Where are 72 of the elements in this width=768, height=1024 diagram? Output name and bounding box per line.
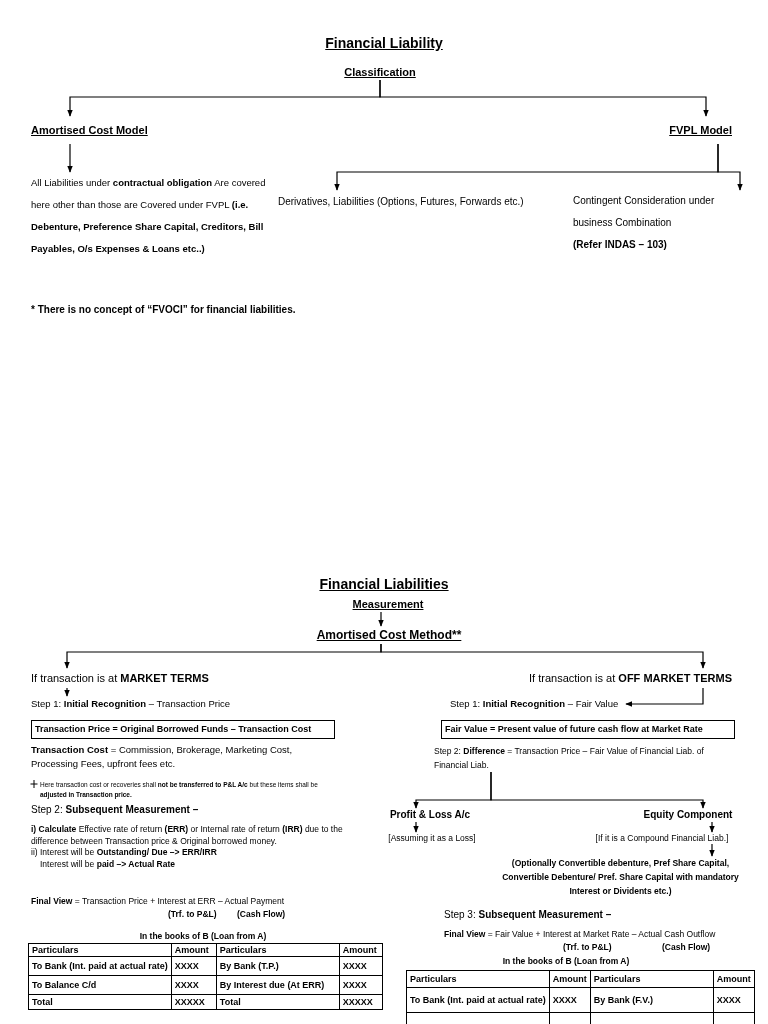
table-cell: To Balance C/d	[28, 975, 172, 995]
table-cell: XXXX	[713, 987, 755, 1013]
annotation-text: (Cash Flow)	[662, 942, 711, 952]
result-text: Profit & Loss A/c	[384, 808, 476, 822]
annotation-text: (Cash Flow)	[237, 909, 286, 919]
arrow	[413, 821, 419, 833]
table-caption: In the books of B (Loan from A)	[139, 931, 267, 941]
arrow	[64, 687, 70, 697]
note-text: (Optionally Convertible debenture, Pref Share Capital, Convertible Debenture/ Pref. Share Capital with mandatory Interest or Dividents etc.)	[500, 856, 741, 898]
branch-text: If transaction is at MARKET TERMS	[31, 668, 261, 688]
formula-text: Final View = Fair Value + Interest at Market Rate – Actual Cash Outflow	[444, 929, 716, 939]
formula-box: Fair Value = Present value of future cash flow at Market Rate	[441, 720, 735, 739]
header-cell: Particulars	[406, 970, 550, 988]
table-cell: Total	[216, 994, 340, 1010]
heading-text: Measurement	[346, 596, 430, 612]
heading-text: Amortised Cost Method**	[314, 626, 464, 644]
table-cell: XXXXX	[339, 994, 383, 1010]
step-text: Step 1: Initial Recognition – Fair Value	[450, 696, 626, 712]
step-text: Step 1: Initial Recognition – Transaction Price	[31, 696, 261, 712]
table-cell: XXXX	[171, 956, 217, 976]
table-cell: Total	[28, 994, 172, 1010]
table-cell: XXXX	[339, 956, 383, 976]
arrow	[709, 843, 715, 857]
formula-text: Final View = Transaction Price + Interest at ERR – Actual Payment	[31, 896, 285, 906]
annotation-text: (Trf. to P&L)	[168, 909, 217, 919]
table-cell: XXXXX	[171, 994, 217, 1010]
page-title: Financial Liability	[325, 35, 443, 51]
branch-text: If transaction is at OFF MARKET TERMS	[500, 668, 732, 688]
header-cell: Amount	[713, 970, 755, 988]
arrow	[490, 771, 706, 809]
heading-text: Classification	[340, 64, 420, 80]
table-caption: In the books of B (Loan from A)	[502, 956, 630, 966]
body-text: Contingent Consideration under business Combination	[573, 194, 716, 230]
header-cell: Amount	[339, 943, 383, 957]
reference-text: (Refer INDAS – 103)	[573, 238, 668, 252]
table-cell: XXXX	[549, 987, 591, 1013]
explanation-text: Interest will be paid –> Actual Rate	[40, 859, 176, 869]
branch-text: Derivatives, Liabilities (Options, Futures, Forwards etc.)	[278, 190, 553, 214]
header-cell: Amount	[171, 943, 217, 957]
arrow	[380, 643, 706, 669]
arrow	[717, 143, 743, 191]
header-cell: Amount	[549, 970, 591, 988]
arrow	[379, 79, 709, 117]
note-text: [Assuming it as a Loss]	[380, 832, 484, 844]
result-text: Equity Component	[640, 808, 736, 822]
table-cell: By Interest due (At ERR)	[216, 975, 340, 995]
table-cell: By Bank (T.P.)	[216, 956, 340, 976]
arrow	[709, 821, 715, 833]
paragraph-text: All Liabilities under contractual obligation Are covered here other than those are Covered under FVPL (i.e. Debenture, Preference Share Capital, Creditors, Bill Payables, O/s Expenses & Loans etc..)	[31, 172, 271, 284]
table-cell: To Bank (Int. paid at actual rate)	[28, 956, 172, 976]
header-cell: Particulars	[28, 943, 172, 957]
step-text: Step 2: Difference = Transaction Price – Fair Value of Financial Liab. of Financial Liab.	[434, 744, 734, 772]
note-text: [If it is a Compound Financial Liab.]	[586, 832, 738, 844]
step-text: Step 2: Subsequent Measurement –	[31, 804, 199, 815]
heading-text: Amortised Cost Model	[31, 116, 161, 144]
header-cell: Particulars	[590, 970, 714, 988]
footnote-text: * There is no concept of “FVOCI” for financial liabilities.	[31, 304, 296, 315]
formula-box: Transaction Price = Original Borrowed Funds – Transaction Cost	[31, 720, 335, 739]
table-cell: XXXX	[171, 975, 217, 995]
section-heading: Financial Liabilities	[319, 576, 449, 592]
arrow	[67, 143, 73, 173]
arrow	[625, 687, 704, 707]
arrow	[378, 611, 384, 627]
header-cell: Particulars	[216, 943, 340, 957]
table-cell: XXXX	[339, 975, 383, 995]
heading-text: FVPL Model	[652, 116, 732, 144]
step-text: Step 3: Subsequent Measurement –	[444, 909, 612, 920]
explanation-text: ii) Interest will be Outstanding/ Due –> ERR/IRR	[31, 847, 217, 857]
table-cell: To Bank (Int. paid at actual rate)	[406, 987, 550, 1013]
explanation-text: i) Calculate Effective rate of return (ERR) or Internal rate of return (IRR) due to the difference between Transaction price & Original borrowed money.	[31, 824, 343, 846]
table-cell: By Bank (F.V.)	[590, 987, 714, 1013]
annotation-text: (Trf. to P&L)	[563, 942, 612, 952]
